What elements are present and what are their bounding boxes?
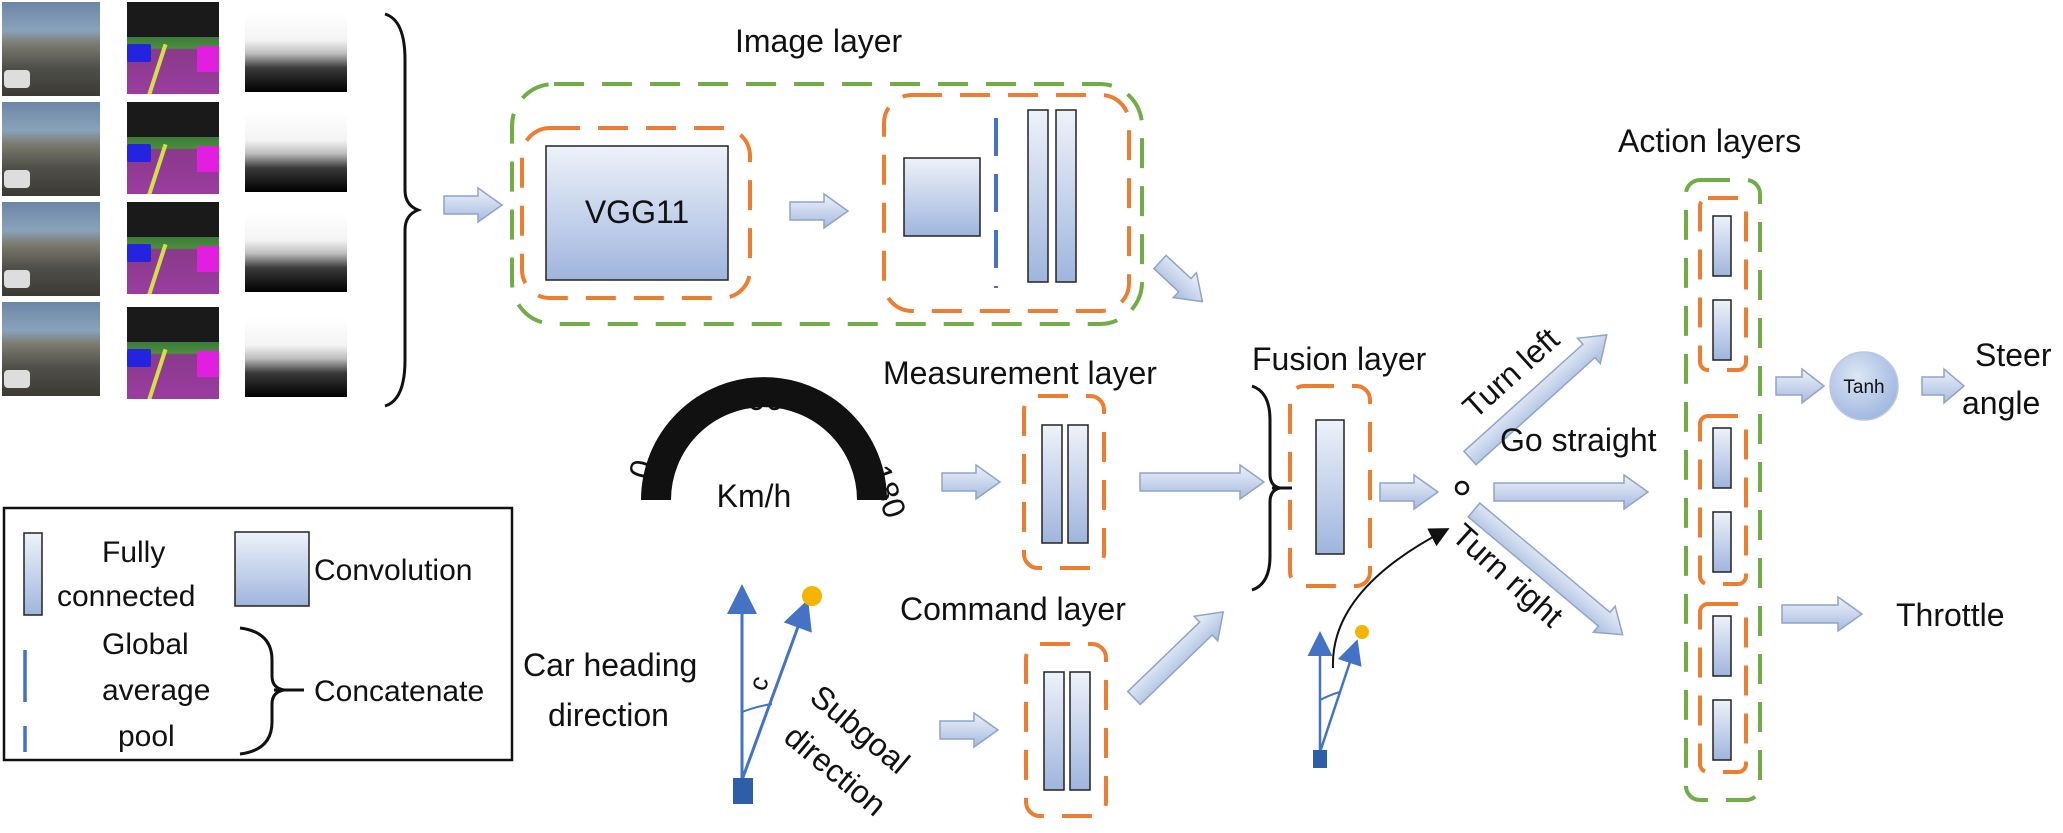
- fc-block-left-2: [1712, 299, 1732, 361]
- fc-block-command-1: [1043, 671, 1065, 791]
- speed-mid-label: 90: [748, 381, 784, 417]
- tanh-node: [1829, 351, 1899, 421]
- image-layer-box: [510, 82, 1144, 326]
- arrow-vgg-to-conv: [789, 193, 849, 229]
- arrow-action-to-tanh: [1775, 367, 1826, 405]
- fusion-layer-box: [1288, 384, 1372, 588]
- legend-conv-label: Convolution: [314, 554, 472, 587]
- command-layer-box: [1024, 642, 1108, 818]
- command-to-switch-curve: [1331, 528, 1450, 669]
- legend-gap-label-1: Global: [102, 628, 189, 661]
- arrow-go-straight: [1493, 473, 1650, 511]
- car-heading-label-2: direction: [548, 697, 669, 733]
- measurement-layer-title: Measurement layer: [883, 355, 1157, 391]
- arrow-images-to-image-layer: [443, 187, 503, 223]
- rgb-image-1: [2, 2, 100, 96]
- steer-label-2: angle: [1962, 385, 2040, 421]
- arrow-speed-to-measurement: [941, 464, 1001, 500]
- action-straight-box: [1698, 414, 1748, 586]
- fc-block-command-2: [1069, 671, 1091, 791]
- fc-block-left-1: [1712, 215, 1732, 277]
- legend-gap-label-3: pool: [118, 720, 175, 753]
- rgb-image-4: [2, 302, 100, 396]
- fusion-car-square: [1313, 750, 1327, 768]
- fc-block-straight-1: [1712, 427, 1732, 489]
- vgg11-block: [545, 145, 729, 281]
- car-square: [733, 778, 753, 804]
- segmentation-image-4: [127, 307, 219, 399]
- speed-unit-label: Km/h: [717, 478, 792, 514]
- depth-image-4: [245, 317, 347, 397]
- fc-block-image-2: [1055, 109, 1077, 283]
- fc-block-measurement-1: [1041, 424, 1063, 544]
- legend-gap-label-2: average: [102, 674, 210, 707]
- go-straight-label: Go straight: [1500, 422, 1657, 458]
- command-layer-title: Command layer: [900, 591, 1126, 627]
- subgoal-dot: [802, 586, 822, 606]
- arrow-tanh-to-steer: [1921, 367, 1966, 405]
- car-heading-label-1: Car heading: [523, 647, 697, 683]
- input-bracket: [384, 12, 423, 408]
- arrow-measurement-to-fusion: [1139, 463, 1266, 501]
- segmentation-image-3: [127, 202, 219, 294]
- speed-max-label: 180: [861, 460, 913, 522]
- arrow-heading-to-command: [939, 712, 999, 748]
- vgg11-label: VGG11: [585, 194, 689, 230]
- input-images: [2, 2, 352, 402]
- arrow-turn-right: [1467, 502, 1624, 636]
- subgoal-arrow: [740, 599, 812, 781]
- switch-node: [1454, 480, 1470, 496]
- segmentation-image-1: [127, 2, 219, 94]
- fc-block-measurement-2: [1067, 424, 1089, 544]
- depth-image-1: [245, 12, 347, 92]
- legend-fc-icon: [23, 532, 43, 616]
- legend-fc-label-2: connected: [57, 580, 195, 613]
- throttle-label: Throttle: [1896, 597, 2004, 633]
- vgg-group-box: [520, 126, 752, 300]
- arrow-command-to-fusion: [1126, 610, 1225, 706]
- speedometer-arc: [641, 377, 887, 501]
- legend-fc-label-1: Fully: [102, 536, 165, 569]
- action-layers-title: Action layers: [1618, 123, 1801, 159]
- image-layer-title: Image layer: [735, 23, 903, 59]
- legend-conv-icon: [234, 531, 310, 607]
- conv-head-box: [882, 93, 1131, 313]
- rgb-image-2: [2, 102, 100, 196]
- steer-label-1: Steer: [1975, 337, 2052, 373]
- action-layers-box: [1684, 178, 1762, 802]
- action-left-box: [1698, 196, 1748, 372]
- fc-block-right-1: [1712, 615, 1732, 677]
- rgb-image-3: [2, 202, 100, 296]
- arrow-turn-left: [1462, 334, 1608, 466]
- angle-arc: [741, 703, 773, 713]
- depth-image-3: [245, 212, 347, 292]
- fc-block-image-1: [1027, 109, 1049, 283]
- measurement-layer-box: [1022, 394, 1106, 570]
- fusion-subgoal-dot: [1355, 625, 1369, 639]
- angle-symbol: c: [742, 672, 775, 694]
- tanh-label: Tanh: [1843, 377, 1884, 398]
- fusion-angle-arc: [1319, 691, 1341, 701]
- fusion-layer-title: Fusion layer: [1252, 341, 1427, 377]
- depth-image-2: [245, 112, 347, 192]
- arrow-image-to-fusion: [1147, 248, 1215, 315]
- arrow-action-to-throttle: [1781, 595, 1864, 633]
- fc-block-straight-2: [1712, 511, 1732, 573]
- fc-block-right-2: [1712, 699, 1732, 761]
- conv-block: [903, 157, 981, 237]
- arrow-fusion-to-switch: [1379, 474, 1439, 510]
- fc-block-fusion: [1315, 419, 1345, 555]
- legend-concat-label: Concatenate: [314, 675, 484, 708]
- fusion-subgoal-arrow: [1318, 639, 1362, 753]
- segmentation-image-2: [127, 102, 219, 194]
- action-right-box: [1698, 602, 1748, 774]
